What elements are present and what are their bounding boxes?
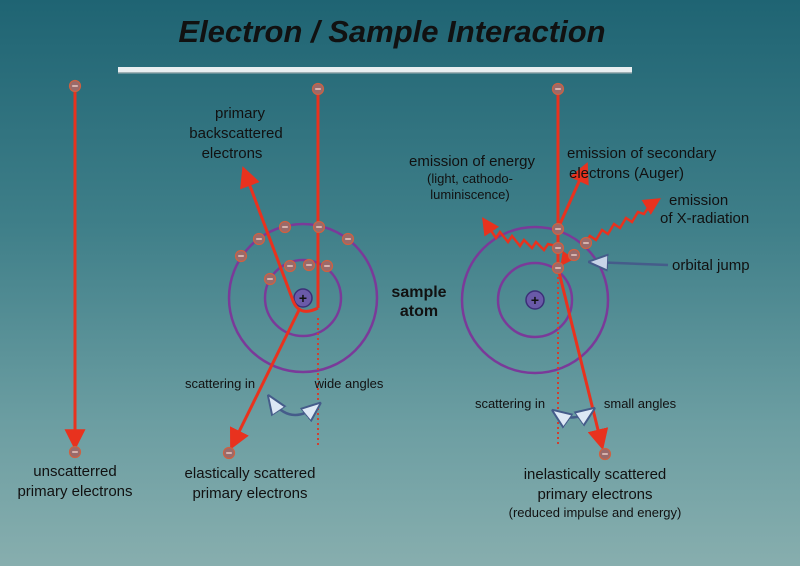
electron-icon: [598, 447, 612, 461]
sample-atom-label-2: atom: [400, 303, 438, 320]
electron-icon: [222, 446, 236, 460]
electron-icon: [341, 232, 355, 246]
electron-icon: [551, 261, 565, 275]
backscattered-label-1: primary: [215, 105, 266, 122]
electron-icon: [551, 82, 565, 96]
elastic-scatter-path: [230, 307, 302, 450]
inelastic-scatter-path: [556, 267, 609, 451]
energy-label-2: (light, cathodo-: [427, 171, 513, 186]
electron-icon: [579, 236, 593, 250]
secondary-electron-path: [558, 162, 589, 225]
inelastic-label-3: (reduced impulse and energy): [509, 505, 682, 520]
electron-icon: [320, 259, 334, 273]
unscattered-label-1: unscatterred: [33, 463, 116, 480]
unscattered-label-2: primary electrons: [17, 483, 132, 500]
outer-orbit: [227, 222, 379, 374]
electron-icon: [278, 220, 292, 234]
backscattered-label-2: backscattered: [189, 125, 282, 142]
secondary-label-2: electrons (Auger): [569, 165, 684, 182]
electron-icon: [551, 222, 565, 236]
xray-label-1: emission: [669, 192, 728, 209]
unscattered-group: unscatterred primary electrons: [17, 79, 133, 500]
elastic-atom-group: + primary backscattered electrons scatte…: [185, 82, 384, 502]
energy-emission-wave: [482, 217, 557, 252]
electron-icon: [234, 249, 248, 263]
backscattered-label-3: electrons: [202, 145, 263, 162]
scattering-in-left-label: scattering in: [185, 376, 255, 391]
elastic-label-2: primary electrons: [192, 485, 307, 502]
xray-label-2: of X-radiation: [660, 210, 749, 227]
small-angle-arc: [555, 410, 592, 418]
inner-orbit: [263, 258, 343, 338]
electron-icon: [302, 258, 316, 272]
energy-label-3: luminiscence): [430, 187, 509, 202]
electron-icon: [263, 272, 277, 286]
sample-atom-label-1: sample: [391, 284, 446, 301]
outer-orbit: [460, 225, 610, 375]
electron-icon: [68, 445, 82, 459]
xray-emission-wave: [583, 198, 661, 245]
inner-orbit: [496, 261, 574, 339]
inelastic-atom-group: + emission of energy (light, cathodo- lu…: [409, 82, 750, 520]
nucleus-icon: +: [293, 288, 313, 308]
nucleus-icon: +: [525, 290, 545, 310]
electron-icon: [68, 79, 82, 93]
electron-icon: [567, 248, 581, 262]
inelastic-label-1: inelastically scattered: [524, 466, 667, 483]
title-underline: [118, 67, 632, 72]
svg-text:+: +: [299, 290, 307, 306]
scattering-in-right-label: scattering in: [475, 396, 545, 411]
electron-icon: [283, 259, 297, 273]
orbital-jump-label: orbital jump: [672, 257, 750, 274]
electron-icon: [252, 232, 266, 246]
wide-angles-label: wide angles: [314, 376, 384, 391]
electron-icon: [311, 82, 325, 96]
page-title: Electron / Sample Interaction: [178, 14, 605, 49]
small-angles-label: small angles: [604, 396, 677, 411]
energy-label-1: emission of energy: [409, 153, 535, 170]
electron-icon: [551, 241, 565, 255]
elastic-label-1: elastically scattered: [185, 465, 316, 482]
electron-icon: [312, 220, 326, 234]
orbital-jump-pointer: [592, 262, 669, 265]
secondary-label-1: emission of secondary: [567, 145, 717, 162]
wide-angle-arc: [270, 398, 318, 415]
svg-text:+: +: [531, 292, 539, 308]
inelastic-label-2: primary electrons: [537, 486, 652, 503]
